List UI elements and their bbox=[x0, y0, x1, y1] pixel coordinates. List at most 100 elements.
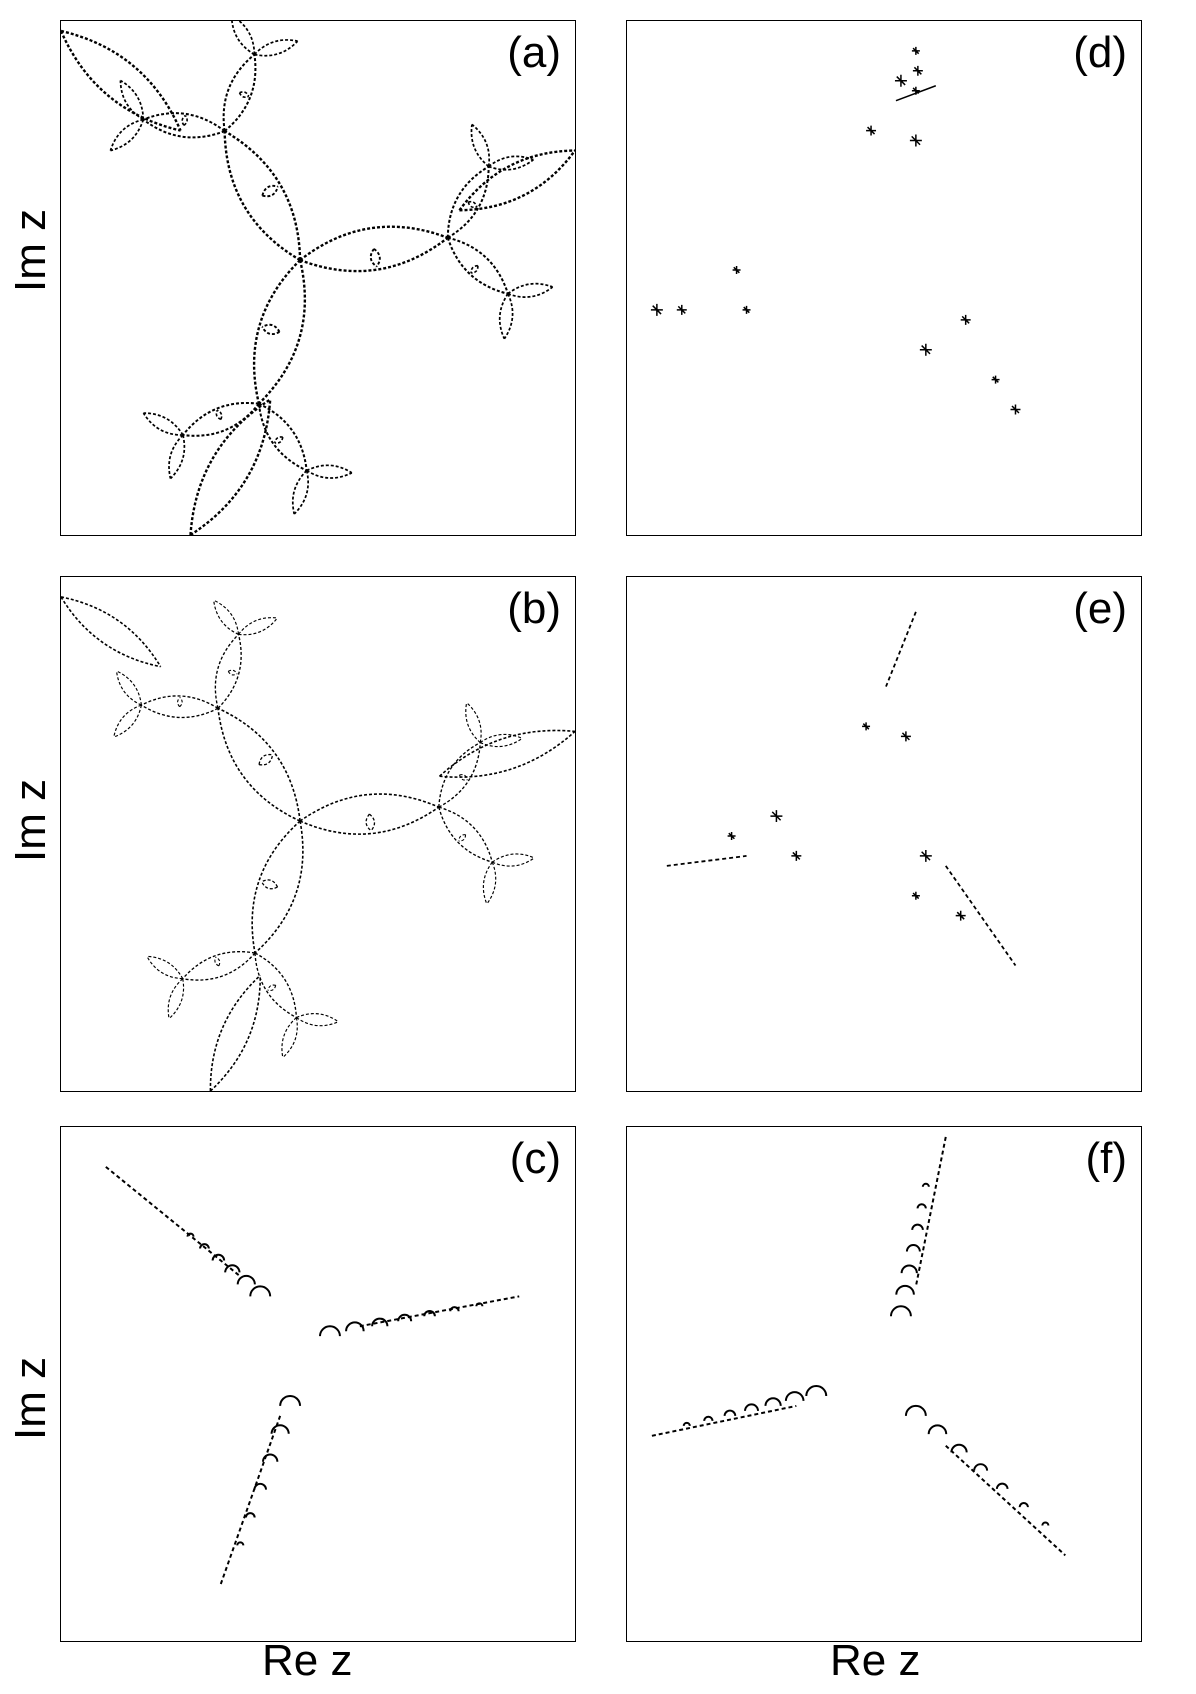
loop-curve bbox=[299, 793, 440, 822]
julia-set-c bbox=[105, 1166, 520, 1586]
loop-curve bbox=[258, 753, 273, 765]
loop-curve bbox=[369, 813, 376, 832]
loop-curve bbox=[215, 409, 222, 421]
loop-curve bbox=[438, 741, 481, 808]
crescent-mark bbox=[744, 1403, 759, 1412]
loop-curve bbox=[479, 733, 523, 744]
crescent-mark bbox=[764, 1397, 782, 1407]
loop-curve bbox=[238, 92, 250, 99]
loop-curve bbox=[465, 702, 481, 744]
dust-mark bbox=[919, 343, 932, 356]
loop-curve bbox=[373, 248, 381, 268]
loop-curve bbox=[113, 704, 142, 738]
loop-curve bbox=[438, 806, 493, 863]
dust-mark bbox=[909, 134, 922, 147]
dust-arm bbox=[105, 1166, 241, 1278]
loop-curve bbox=[254, 40, 299, 57]
dust-mark bbox=[991, 375, 1000, 384]
dust-mark bbox=[911, 46, 920, 55]
dust-mark bbox=[770, 810, 783, 823]
loop-curve bbox=[168, 978, 185, 1020]
loop-curve bbox=[61, 30, 181, 132]
loop-curve bbox=[223, 54, 257, 132]
panel-label-e: (e) bbox=[1073, 584, 1127, 633]
crescent-mark bbox=[279, 1394, 302, 1407]
loop-curve bbox=[189, 399, 272, 535]
dust-mark bbox=[912, 65, 923, 76]
loop-curve bbox=[113, 704, 142, 738]
panel-b: (b) bbox=[60, 576, 576, 1092]
y-axis-label-row3: Im z bbox=[6, 1356, 55, 1440]
crescent-mark bbox=[703, 1415, 714, 1422]
loop-curve bbox=[227, 671, 238, 676]
loop-curve bbox=[254, 952, 297, 1019]
loop-curve bbox=[507, 286, 554, 298]
dust-arm bbox=[945, 865, 1017, 967]
loop-curve bbox=[142, 118, 226, 139]
crescent-mark bbox=[236, 1274, 256, 1285]
loop-curve bbox=[471, 265, 479, 274]
dust-mark bbox=[866, 125, 877, 136]
crescent-mark bbox=[927, 1424, 948, 1435]
loop-curve bbox=[214, 633, 239, 709]
loop-curve bbox=[215, 956, 221, 967]
dust-mark bbox=[955, 910, 966, 921]
loop-curve bbox=[267, 985, 277, 992]
loop-curve bbox=[299, 225, 449, 262]
loop-curve bbox=[498, 293, 509, 340]
loop-curve bbox=[177, 697, 181, 708]
dust-arm bbox=[359, 1295, 520, 1328]
x-axis-label-left: Re z bbox=[262, 1636, 353, 1685]
crescent-mark bbox=[1041, 1521, 1050, 1526]
panel-c: (c) bbox=[60, 1126, 576, 1642]
loop-curve bbox=[261, 184, 279, 196]
loop-curve bbox=[61, 596, 161, 668]
crescent-mark bbox=[186, 1232, 195, 1237]
loop-curve bbox=[238, 617, 278, 636]
loop-curve bbox=[258, 402, 308, 471]
loop-curve bbox=[261, 879, 279, 888]
dust-mark bbox=[862, 722, 871, 731]
loop-curve bbox=[258, 754, 274, 766]
loop-curve bbox=[467, 201, 478, 209]
dust-mark bbox=[894, 74, 907, 87]
crescent-mark bbox=[345, 1321, 365, 1332]
dust-mark bbox=[900, 731, 911, 742]
loop-curve bbox=[293, 470, 310, 515]
loop-curve bbox=[209, 974, 261, 1091]
dust-mark bbox=[650, 303, 663, 316]
dust-mark bbox=[911, 891, 920, 900]
loop-curve bbox=[296, 1013, 339, 1023]
loop-curve bbox=[179, 697, 183, 708]
loop-curve bbox=[258, 259, 307, 405]
loop-curve bbox=[254, 820, 304, 954]
dust-mark bbox=[732, 266, 741, 275]
loop-curve bbox=[282, 1017, 298, 1058]
loop-curve bbox=[491, 853, 535, 863]
crescent-mark bbox=[199, 1243, 210, 1249]
dust-mark bbox=[791, 850, 802, 861]
loop-curve bbox=[183, 115, 188, 126]
loop-curve bbox=[238, 617, 278, 635]
loop-curve bbox=[486, 861, 497, 905]
loop-curve bbox=[213, 600, 239, 635]
crescent-mark bbox=[449, 1306, 460, 1312]
dust-mark bbox=[960, 314, 971, 325]
loop-curve bbox=[257, 403, 308, 472]
panel-label-b: (b) bbox=[507, 584, 561, 633]
loop-curve bbox=[369, 248, 378, 268]
loop-curve bbox=[227, 669, 238, 675]
julia-set-d bbox=[650, 46, 1021, 415]
y-axis-label-row1: Im z bbox=[6, 208, 55, 292]
loop-curve bbox=[507, 282, 553, 295]
loop-curve bbox=[274, 436, 284, 444]
loop-curve bbox=[169, 434, 186, 480]
loop-curve bbox=[438, 806, 493, 863]
loop-curve bbox=[214, 956, 220, 967]
loop-curve bbox=[480, 737, 523, 748]
loop-curve bbox=[296, 1017, 339, 1027]
crescent-mark bbox=[249, 1285, 272, 1297]
loop-curve bbox=[262, 186, 279, 198]
loop-curve bbox=[167, 978, 184, 1019]
crescent-mark bbox=[889, 1305, 912, 1317]
